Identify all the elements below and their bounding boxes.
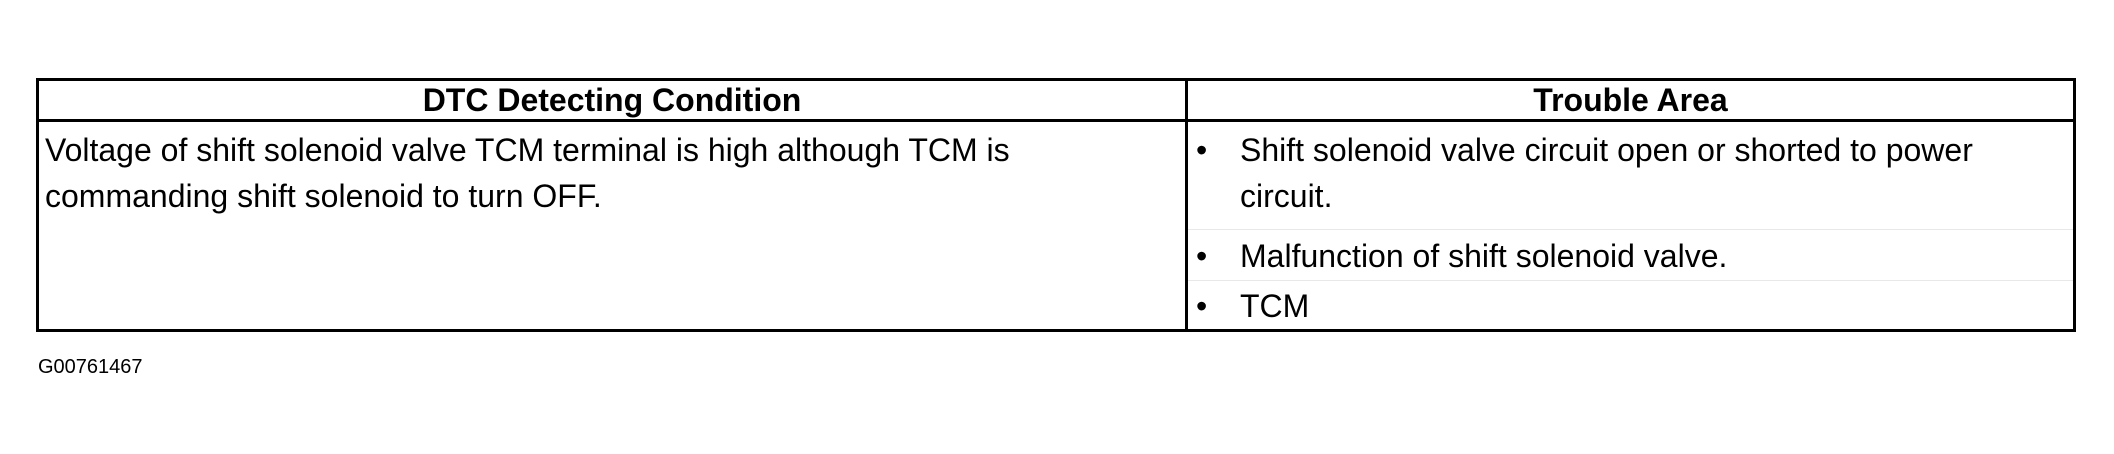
trouble-row-divider (1188, 229, 2073, 230)
header-dtc-detecting-condition: DTC Detecting Condition (422, 82, 802, 118)
trouble-area-item-text: Shift solenoid valve circuit open or sho… (1240, 132, 1973, 214)
header-trouble-area: Trouble Area (1533, 82, 1728, 118)
bullet-icon: • (1196, 132, 1208, 168)
bullet-icon: • (1196, 238, 1208, 274)
trouble-row-divider (1188, 280, 2073, 281)
figure-id: G00761467 (38, 356, 143, 378)
dtc-table: DTC Detecting Condition Trouble Area Vol… (36, 78, 2076, 332)
condition-text: Voltage of shift solenoid valve TCM term… (45, 132, 1010, 214)
trouble-area-item-text: Malfunction of shift solenoid valve. (1240, 238, 1728, 274)
column-divider (1185, 81, 1188, 329)
bullet-icon: • (1196, 288, 1208, 324)
trouble-area-item: • TCM (1188, 283, 2073, 329)
trouble-area-item: • Shift solenoid valve circuit open or s… (1188, 127, 2073, 223)
trouble-area-item: • Malfunction of shift solenoid valve. (1188, 233, 2073, 279)
trouble-area-item-text: TCM (1240, 288, 1310, 324)
header-divider (39, 119, 2073, 122)
